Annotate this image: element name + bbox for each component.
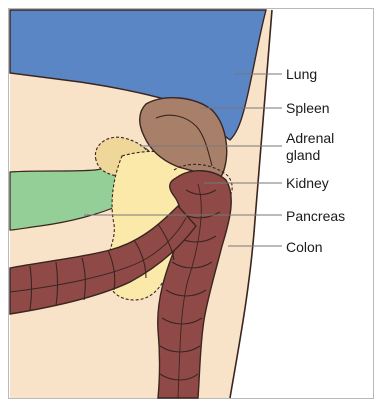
label-adrenal-line2: gland xyxy=(286,147,334,164)
label-spleen: Spleen xyxy=(286,100,330,116)
label-lung: Lung xyxy=(286,66,317,82)
label-adrenal-gland: Adrenal gland xyxy=(286,130,334,164)
label-kidney: Kidney xyxy=(286,175,329,191)
label-adrenal-line1: Adrenal xyxy=(286,130,334,147)
label-colon: Colon xyxy=(286,239,323,255)
label-pancreas: Pancreas xyxy=(286,208,345,224)
